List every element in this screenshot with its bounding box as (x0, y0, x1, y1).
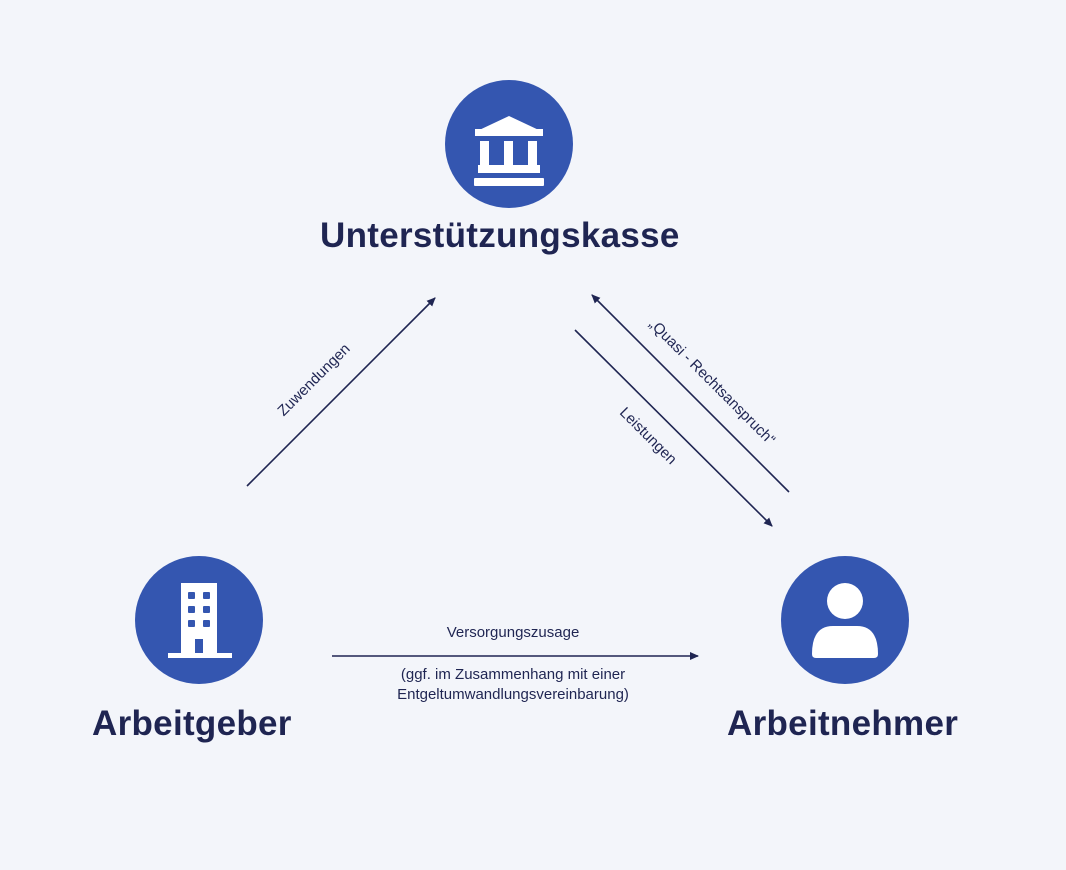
label-versorgung-note-2: Entgeltumwandlungsvereinbarung) (397, 686, 629, 703)
building-icon (168, 583, 232, 658)
arbeitnehmer-title: Arbeitnehmer (727, 704, 959, 743)
arrow-leistungen (574, 329, 773, 527)
unterstuetzungskasse-title: Unterstützungskasse (320, 216, 680, 255)
person-icon (812, 583, 878, 658)
arbeitgeber-node (135, 556, 263, 684)
arbeitgeber-title: Arbeitgeber (92, 704, 292, 743)
label-versorgung-note-1: (ggf. im Zusammenhang mit einer (400, 666, 626, 683)
arrow-zuwendungen (246, 297, 436, 487)
arbeitnehmer-node (781, 556, 909, 684)
unterstuetzungskasse-node (445, 80, 573, 208)
arrow-quasi-rechtsanspruch (591, 294, 790, 493)
bank-icon (474, 116, 544, 186)
label-versorgungszusage: Versorgungszusage (446, 624, 580, 641)
